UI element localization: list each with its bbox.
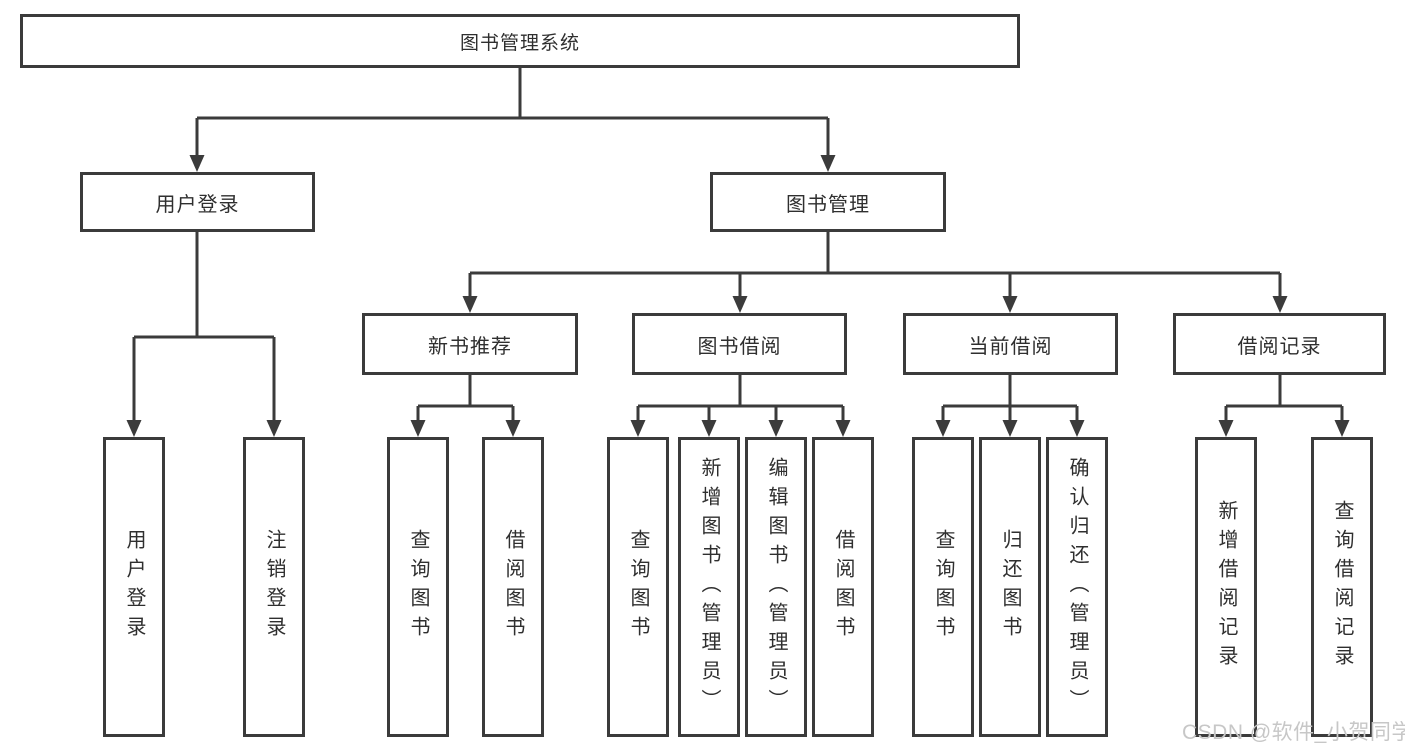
node-user-login: 用户登录 xyxy=(80,172,315,232)
node-label: 确认归还（管理员） xyxy=(1066,456,1088,718)
node-label: 图书借阅 xyxy=(697,335,782,358)
node-label: 新增借阅记录 xyxy=(1215,500,1237,674)
node-label: 新增图书（管理员） xyxy=(698,456,720,718)
csdn-watermark: CSDN @软件_小贺同学 xyxy=(1182,721,1405,744)
node-label: 用户登录 xyxy=(155,193,240,216)
node-label: 借阅图书 xyxy=(502,529,524,645)
leaf-user-login: 用户登录 xyxy=(103,437,165,737)
leaf-query-books-recommend: 查询图书 xyxy=(387,437,449,737)
node-label: 查询借阅记录 xyxy=(1331,500,1353,674)
node-label: 查询图书 xyxy=(932,529,954,645)
leaf-query-borrow-record: 查询借阅记录 xyxy=(1311,437,1373,737)
leaf-logout: 注销登录 xyxy=(243,437,305,737)
node-label: 编辑图书（管理员） xyxy=(765,456,787,718)
node-library-management-system: 图书管理系统 xyxy=(20,14,1020,68)
node-book-borrowing: 图书借阅 xyxy=(632,313,847,375)
node-label: 借阅图书 xyxy=(832,529,854,645)
leaf-borrow-books: 借阅图书 xyxy=(812,437,874,737)
node-new-book-recommendation: 新书推荐 xyxy=(362,313,578,375)
node-label: 查询图书 xyxy=(627,529,649,645)
node-label: 图书管理系统 xyxy=(459,32,580,54)
node-label: 归还图书 xyxy=(999,529,1021,645)
node-label: 注销登录 xyxy=(263,529,285,645)
node-current-borrowing: 当前借阅 xyxy=(903,313,1118,375)
leaf-add-borrow-record: 新增借阅记录 xyxy=(1195,437,1257,737)
leaf-edit-books-admin: 编辑图书（管理员） xyxy=(745,437,807,737)
leaf-confirm-return-admin: 确认归还（管理员） xyxy=(1046,437,1108,737)
node-label: 用户登录 xyxy=(123,529,145,645)
leaf-add-books-admin: 新增图书（管理员） xyxy=(678,437,740,737)
node-label: 新书推荐 xyxy=(428,335,512,358)
node-label: 查询图书 xyxy=(407,529,429,645)
leaf-query-books-borrow: 查询图书 xyxy=(607,437,669,737)
node-label: 借阅记录 xyxy=(1237,335,1322,358)
leaf-return-books: 归还图书 xyxy=(979,437,1041,737)
leaf-query-books-current: 查询图书 xyxy=(912,437,974,737)
node-label: 当前借阅 xyxy=(968,335,1053,358)
node-book-management: 图书管理 xyxy=(710,172,946,232)
node-borrowing-records: 借阅记录 xyxy=(1173,313,1386,375)
leaf-borrow-books-recommend: 借阅图书 xyxy=(482,437,544,737)
node-label: 图书管理 xyxy=(786,193,870,216)
